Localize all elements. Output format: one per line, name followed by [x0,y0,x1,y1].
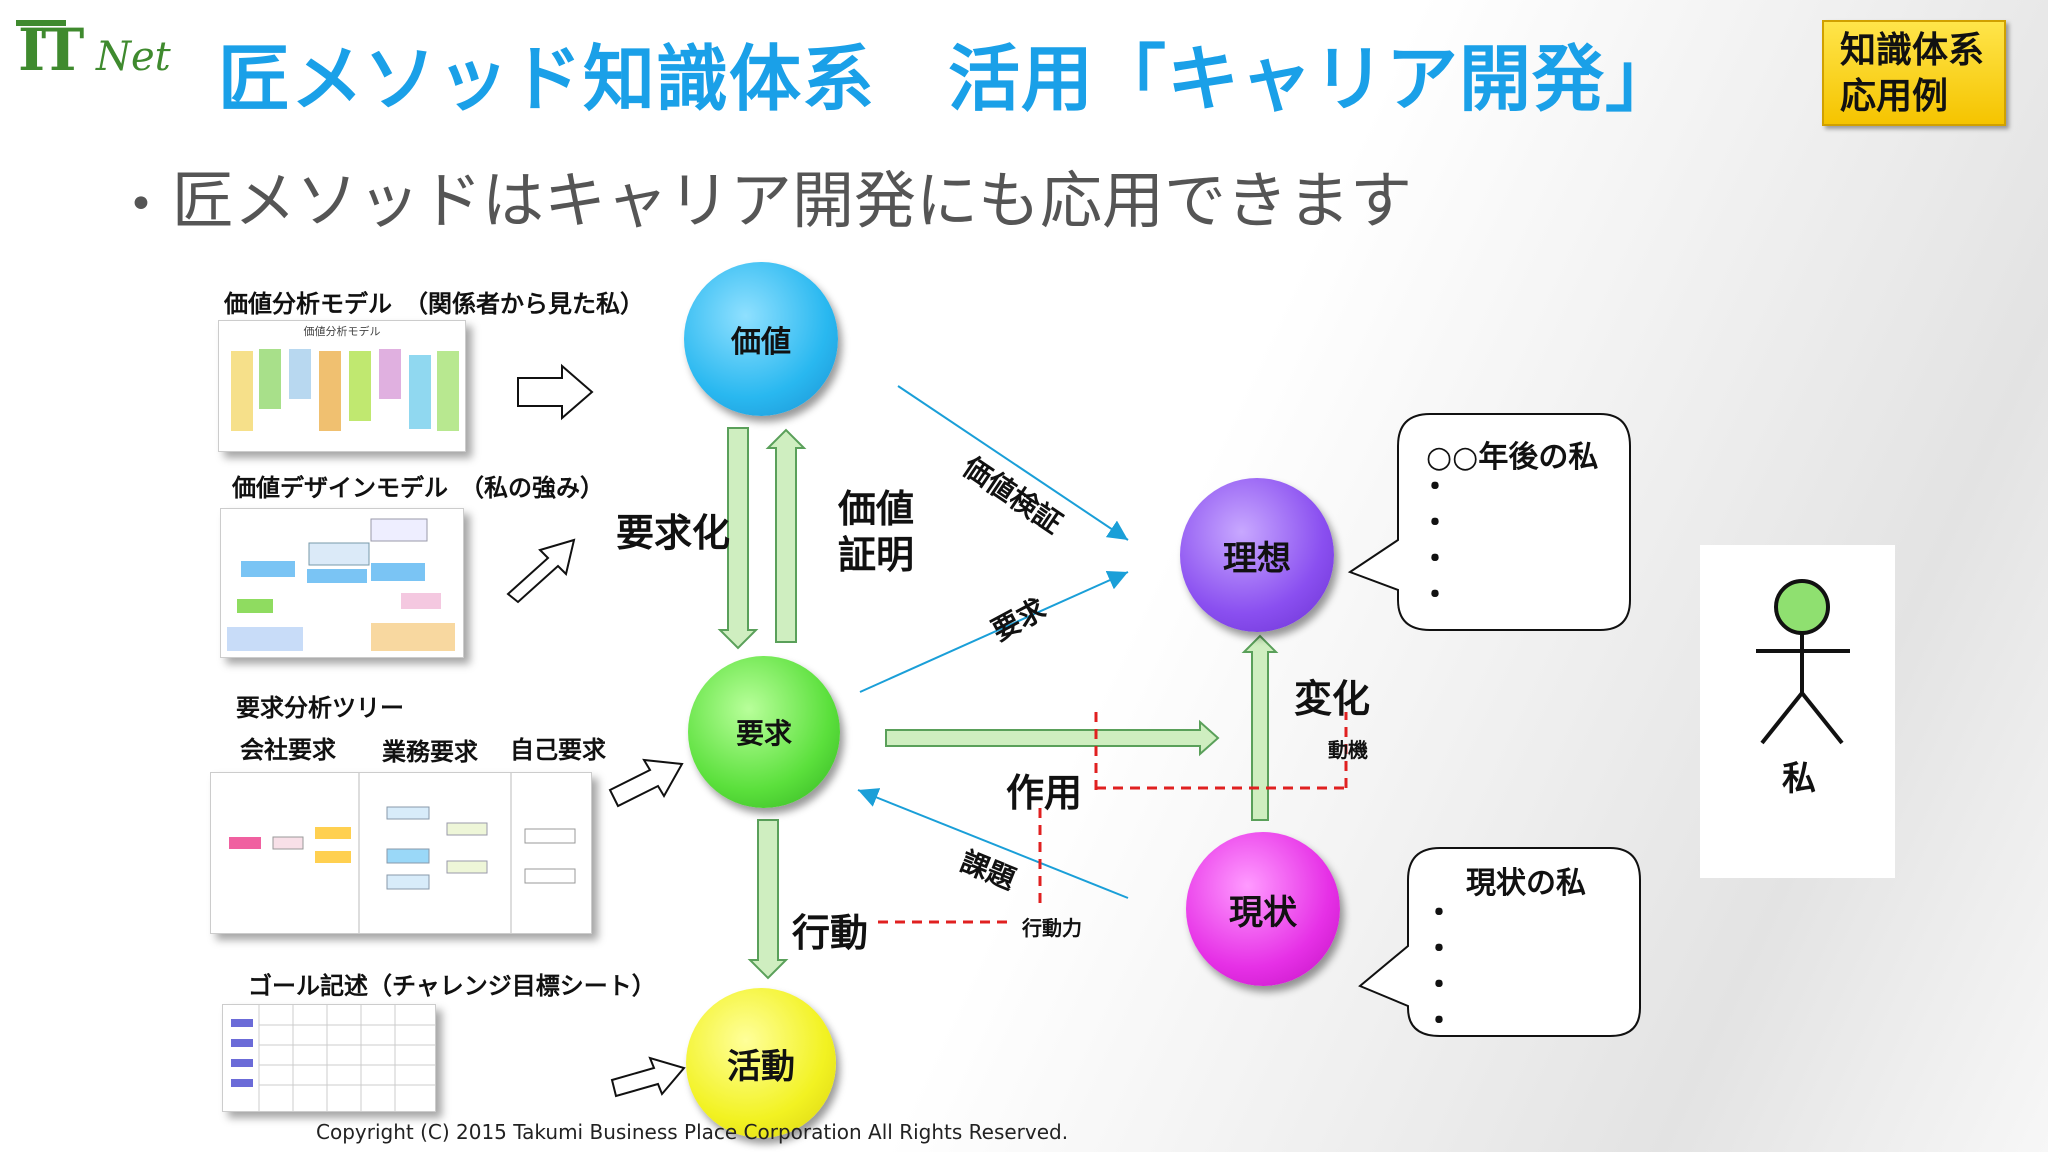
hollow-arrow-3 [608,758,684,808]
goal-sheet-thumbnail [222,1004,436,1112]
logo-net: Net [96,34,171,80]
person-panel: 私 [1700,545,1895,878]
value-design-thumbnail [220,508,464,658]
person-label: 私 [1782,759,1816,799]
copyright-footer: Copyright (C) 2015 Takumi Business Place… [316,1120,1069,1144]
node-activity: 活動 [686,988,836,1138]
bubble-current-title: 現状の私 [1466,866,1586,901]
label-req-company: 会社要求 [240,736,336,764]
badge-line-2: 応用例 [1840,76,1949,117]
arrow-req-to-ideal [859,571,1129,693]
bullet-item: ・ [1424,932,1454,967]
bullet-item: ・ [1424,896,1454,931]
bubble-future [1347,413,1631,631]
node-current-label: 現状 [1229,892,1297,933]
bullet-item: ・ [1420,578,1450,613]
arrow-down-value-to-req [717,427,759,650]
label-req-self: 自己要求 [510,736,606,764]
it-net-logo: IT Net [15,14,188,94]
value-analysis-diagram: 価値分析モデル [231,324,459,431]
badge-line-1: 知識体系 [1840,30,1985,71]
arrow-up-req-to-value [765,428,807,643]
bullet-item: ・ [1424,968,1454,1003]
bubble-future-bullets: ・ ・ ・ ・ [1420,470,1450,614]
thumb-title: 価値分析モデル [304,324,381,338]
bullet-item: ・ [1424,1004,1454,1039]
bubble-current-bullets: ・ ・ ・ ・ [1424,896,1454,1040]
arrow-current-to-req [857,788,1129,899]
label-henka: 変化 [1294,677,1371,721]
node-ideal-label: 理想 [1223,538,1291,579]
node-ideal: 理想 [1180,478,1334,632]
value-analysis-columns [231,349,459,431]
knowledge-badge: 知識体系 応用例 [1822,20,2006,126]
label-koudou: 行動 [792,911,869,955]
arrow-right-req-to-ideal [885,719,1220,757]
arrow-up-current-to-ideal [1241,634,1279,821]
node-value: 価値 [684,262,838,416]
arrow-value-verify [897,385,1129,541]
value-analysis-thumbnail: 価値分析モデル [218,320,466,452]
bullet-dot-icon: • [128,179,154,231]
hollow-arrow-2 [506,538,576,604]
page-title: 匠メソッド知識体系 活用「キャリア開発」 [218,37,1679,121]
label-value-analysis: 価値分析モデル （関係者から見た私） [224,290,644,318]
label-kachi-shoumei-1: 価値 [838,487,915,531]
hollow-arrow-1 [517,363,594,421]
req-tree-thumbnail [210,772,592,934]
bubble-future-title: ○○年後の私 [1426,440,1599,475]
node-current: 現状 [1186,832,1340,986]
label-youkyuuka: 要求化 [616,511,731,555]
goal-sheet-grid [231,1005,435,1111]
hollow-arrow-4 [610,1056,686,1098]
label-douki: 動機 [1328,738,1368,762]
node-activity-label: 活動 [727,1046,795,1087]
label-value-design: 価値デザインモデル （私の強み） [232,474,604,502]
label-goal: ゴール記述（チャレンジ目標シート） [248,972,656,1000]
bullet-text: 匠メソッドはキャリア開発にも応用できます [171,164,1412,237]
bullet-item: ・ [1420,542,1450,577]
req-tree-diagram [229,773,576,933]
label-req-business: 業務要求 [382,738,478,766]
stick-figure-icon [1756,579,1850,745]
label-kachi-shoumei-2: 証明 [838,533,915,577]
logo-it: IT [15,16,84,84]
bullet-point: • 匠メソッドはキャリア開発にも応用できます [128,150,1412,240]
node-value-label: 価値 [731,325,791,360]
bullet-item: ・ [1420,470,1450,505]
label-koudouryoku: 行動力 [1022,916,1082,940]
label-req-tree: 要求分析ツリー [236,694,404,722]
bubble-current [1358,847,1641,1037]
label-sayou: 作用 [1006,771,1083,815]
value-design-diagram [227,518,455,651]
arrow-down-req-to-activity [747,819,789,980]
node-requirement-label: 要求 [735,717,792,750]
bullet-item: ・ [1420,506,1450,541]
node-requirement: 要求 [688,656,840,808]
